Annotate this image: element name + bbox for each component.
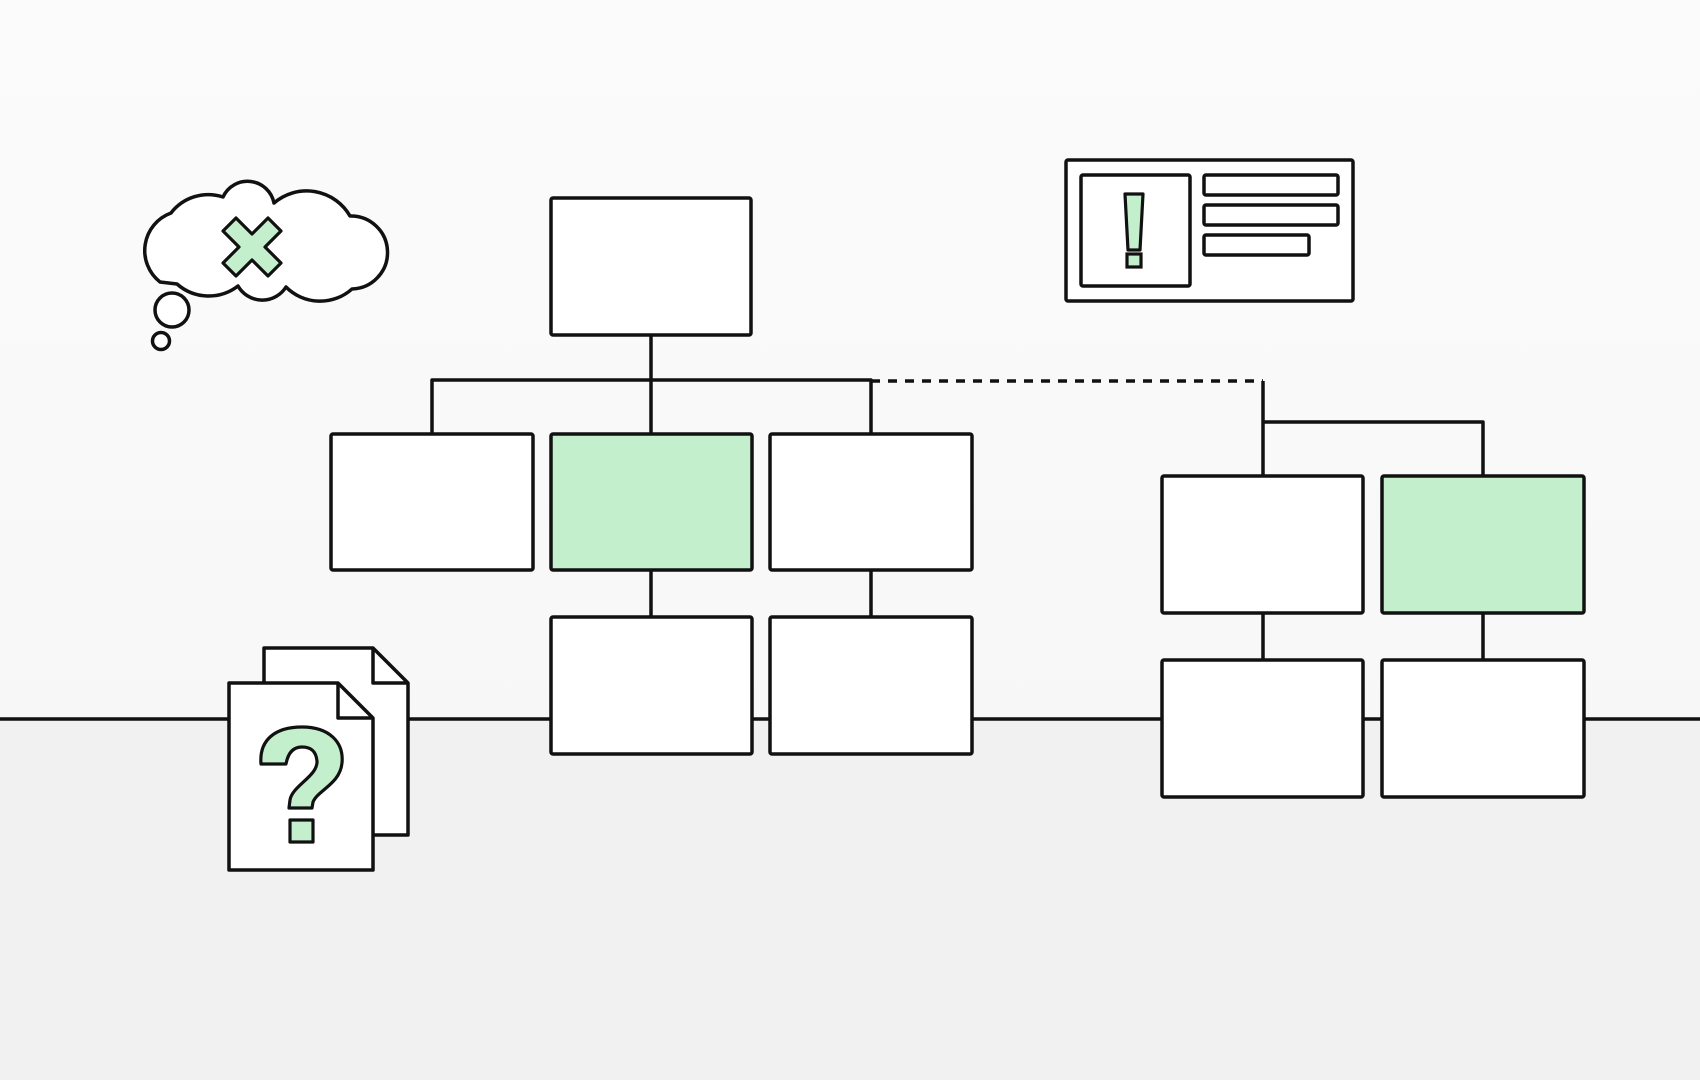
main-tree	[329, 196, 974, 756]
alert-card-icon	[1064, 158, 1355, 303]
alert-line-3	[1202, 233, 1311, 257]
main-child-box-3	[768, 432, 974, 572]
exclamation-dot	[1125, 252, 1143, 269]
main-root-box	[549, 196, 753, 337]
side-grandchild-box-1	[1160, 658, 1365, 799]
main-grandchild-box-3	[768, 615, 974, 756]
main-child-box-2	[549, 432, 754, 572]
alert-line-2	[1202, 203, 1340, 227]
side-child-box-2	[1380, 474, 1586, 615]
question-mark-icon	[259, 725, 344, 810]
side-child-box-1	[1160, 474, 1365, 615]
unknown-documents-icon	[227, 646, 410, 872]
main-tree-connectors	[430, 335, 873, 617]
side-grandchild-box-2	[1380, 658, 1586, 799]
thought-bubble-small	[150, 330, 172, 352]
thought-bubble-large	[153, 291, 191, 329]
thought-cloud-icon	[143, 179, 390, 352]
document-front-fold	[336, 683, 373, 720]
document-back-fold	[371, 648, 408, 685]
main-grandchild-box-2	[549, 615, 754, 756]
question-mark-dot	[288, 818, 315, 844]
exclamation-icon	[1123, 192, 1145, 252]
side-tree	[1160, 474, 1586, 799]
document-front	[227, 681, 375, 872]
x-mark-icon	[221, 216, 283, 278]
alert-line-1	[1202, 173, 1340, 197]
main-child-box-1	[329, 432, 535, 572]
side-tree-connectors	[1261, 381, 1485, 660]
